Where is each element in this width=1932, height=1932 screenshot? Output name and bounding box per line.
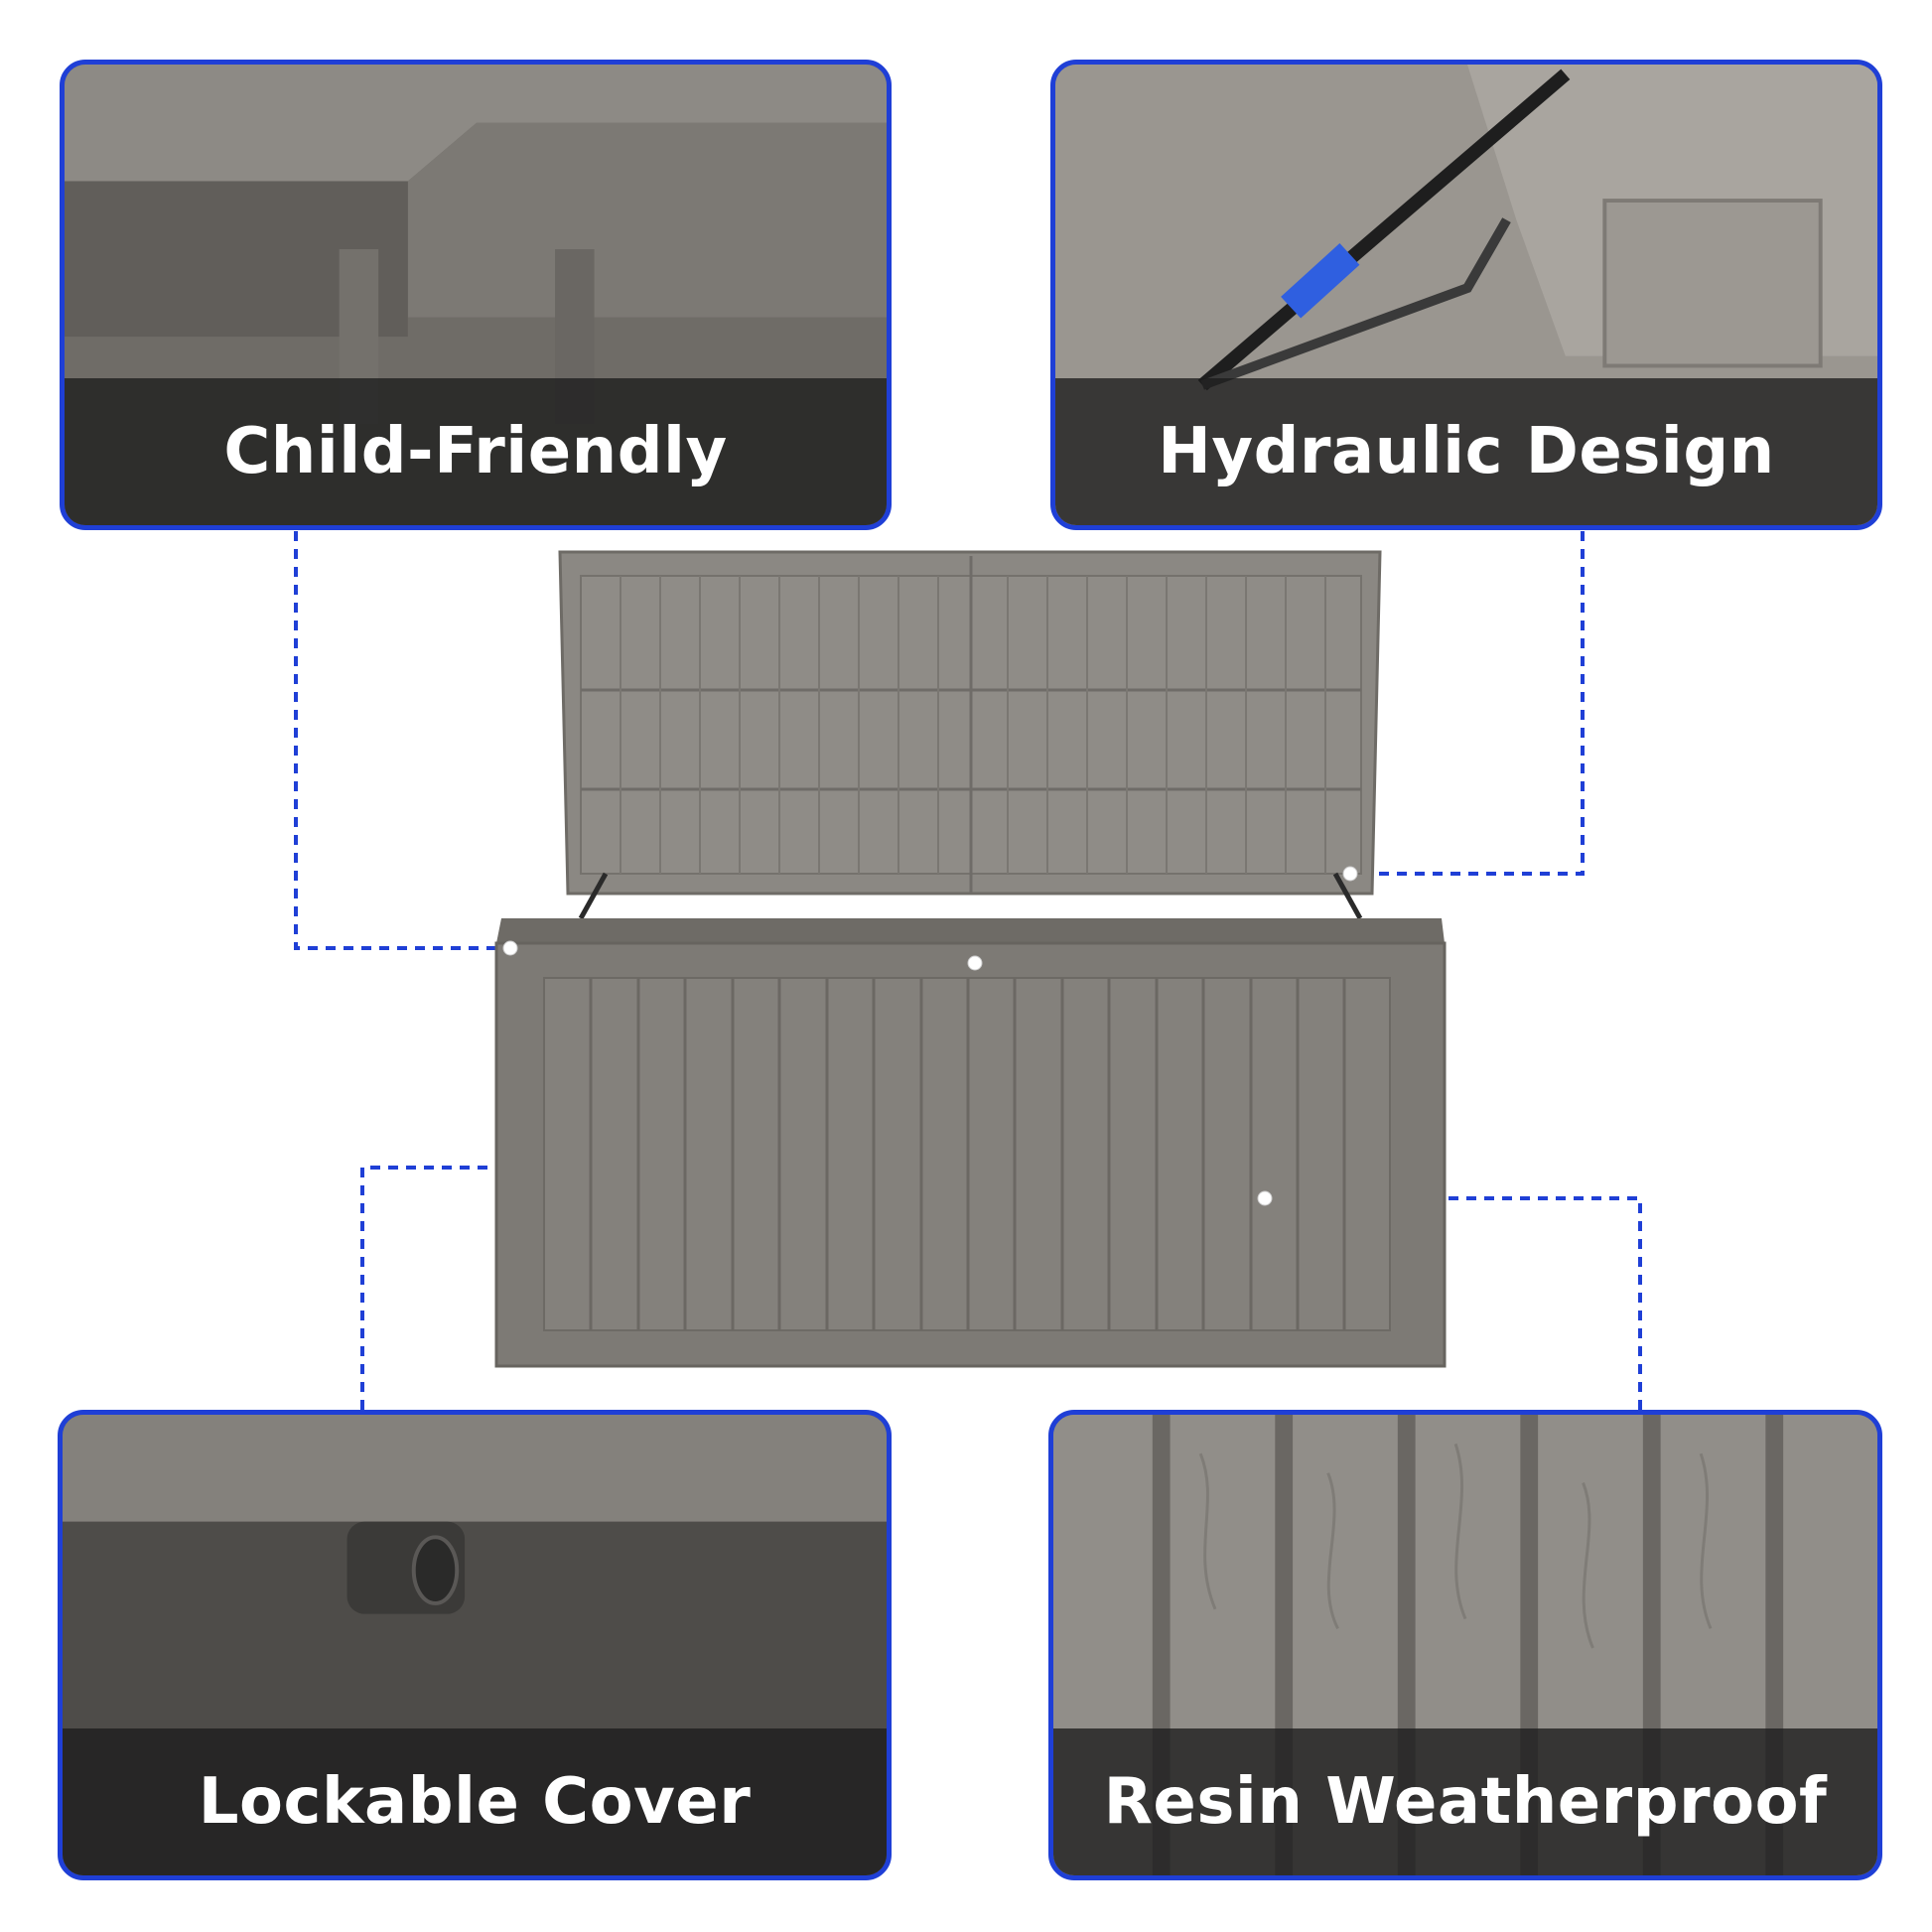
panel-title: Lockable Cover	[198, 1765, 752, 1839]
panel-title: Hydraulic Design	[1158, 415, 1775, 488]
rounded-corner-closeup	[65, 65, 887, 425]
connector-hydraulic	[1350, 531, 1585, 876]
wood-planks	[589, 978, 1346, 1330]
panel-hydraulic-design: Hydraulic Design	[1050, 60, 1882, 530]
panel-title: Resin Weatherproof	[1103, 1765, 1828, 1839]
lid-cells	[620, 576, 1326, 874]
panel-resin-weatherproof: Resin Weatherproof	[1048, 1410, 1882, 1880]
panel-title: Child-Friendly	[223, 415, 728, 488]
right-strut	[1332, 872, 1363, 920]
panel-child-friendly: Child-Friendly	[60, 60, 892, 530]
caption-bar: Resin Weatherproof	[1053, 1728, 1877, 1875]
lock-tab-icon	[63, 1415, 887, 1875]
lid-ribs	[581, 556, 1361, 894]
connector-child-friendly	[294, 531, 510, 950]
caption-bar: Hydraulic Design	[1055, 378, 1877, 525]
caption-bar: Child-Friendly	[65, 378, 887, 525]
open-lid	[558, 550, 1382, 920]
caption-bar: Lockable Cover	[63, 1728, 887, 1875]
box-body	[494, 918, 1447, 1368]
panel-lockable-cover: Lockable Cover	[58, 1410, 892, 1880]
left-strut	[578, 872, 609, 920]
callout-dots	[502, 866, 1358, 1206]
